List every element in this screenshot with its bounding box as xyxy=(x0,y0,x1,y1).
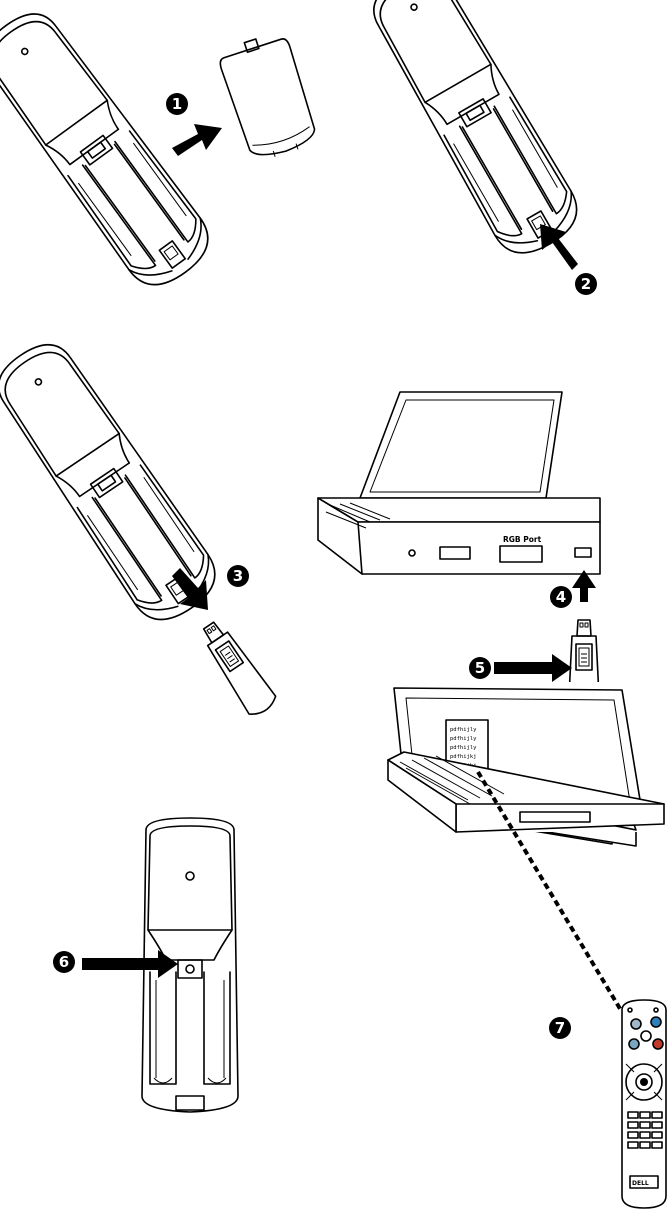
screen-line-1: pdfhijly xyxy=(450,727,477,733)
rgb-port-label: RGB Port xyxy=(503,535,542,544)
step-5-badge: 5 xyxy=(469,657,491,679)
panel-6-press-button: 6 xyxy=(53,818,238,1112)
remote-button-mid-right xyxy=(653,1039,663,1049)
battery-cover-illustration xyxy=(216,30,321,164)
step-7-number: 7 xyxy=(555,1019,565,1037)
remote-front-illustration: DELL xyxy=(622,1000,666,1208)
step-2-badge: 2 xyxy=(575,273,597,295)
step-5-number: 5 xyxy=(475,659,485,677)
step-6-badge: 6 xyxy=(53,951,75,973)
remote-button-mid-left xyxy=(629,1039,639,1049)
step-4-badge: 4 xyxy=(550,586,572,608)
step-1-number: 1 xyxy=(172,95,182,113)
step-7-badge: 7 xyxy=(549,1017,571,1039)
screen-line-2: pdfhijly xyxy=(450,736,477,742)
step-1-badge: 1 xyxy=(166,93,188,115)
panel-7-use-remote: pdfhijly pdfhijly pdfhijly pdfhijkj pdfh… xyxy=(380,682,669,1208)
screen-line-4: pdfhijkj xyxy=(450,754,477,760)
arrow-up-left-icon xyxy=(540,224,578,270)
laptop-illustration: RGB Port xyxy=(318,392,600,574)
step-4-number: 4 xyxy=(556,588,566,606)
receiver-dongle-illustration xyxy=(195,617,279,719)
remote-brand-logo: DELL xyxy=(632,1180,649,1187)
step-3-badge: 3 xyxy=(227,565,249,587)
arrow-right-icon xyxy=(82,950,178,978)
panel-1-remove-cover: 1 xyxy=(0,0,321,298)
remote-button-top-right xyxy=(651,1017,661,1027)
step-2-number: 2 xyxy=(581,275,591,293)
remote-button-center xyxy=(641,1031,651,1041)
arrow-right-icon xyxy=(494,654,572,682)
panel-4-connect-receiver: RGB Port 4 5 xyxy=(318,392,600,722)
remote-back-illustration xyxy=(360,0,589,266)
step-6-number: 6 xyxy=(59,953,69,971)
step-3-number: 3 xyxy=(233,567,243,585)
remote-button-top-left xyxy=(631,1019,641,1029)
arrow-right-icon xyxy=(172,124,222,156)
panel-3-remove-receiver: 3 xyxy=(0,331,279,719)
screen-line-3: pdfhijly xyxy=(450,745,477,751)
panel-2-press-release: 2 xyxy=(360,0,597,295)
